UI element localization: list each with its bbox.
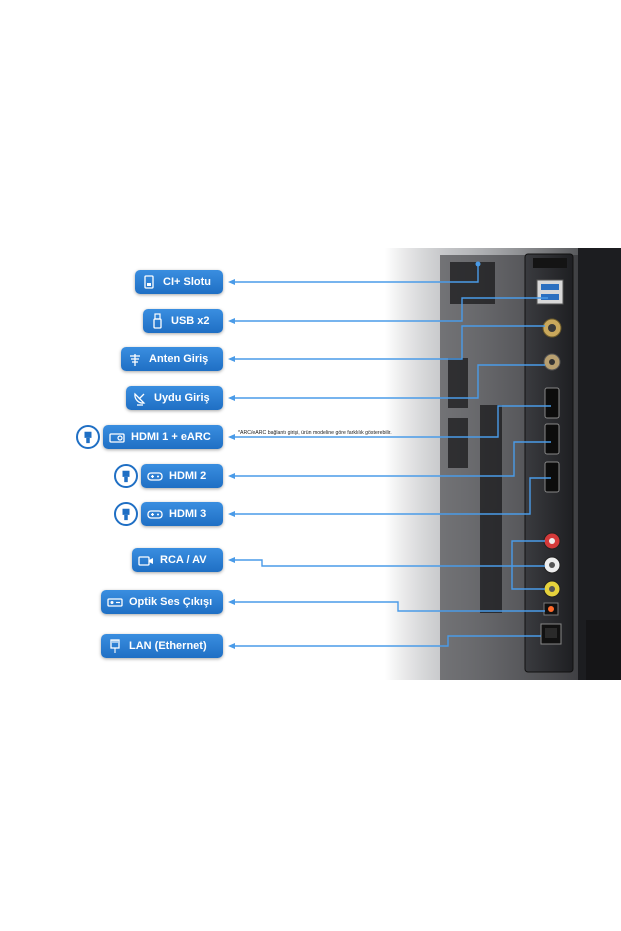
antenna-port [542,318,562,338]
optical-device-icon [107,598,123,607]
vent-grill [448,262,502,613]
satellite-dish-icon [134,392,146,406]
label-lan-ethernet: LAN (Ethernet) [101,634,223,658]
hdmi-port-2 [544,423,560,455]
label-hdmi-2: HDMI 2 [141,464,223,488]
label-hdmi-1-earc: HDMI 1 + eARC [103,425,223,449]
satellite-port [543,353,561,371]
connector-lines [232,264,551,647]
hdmi-cable-icon [114,502,138,526]
arrowheads [228,261,481,649]
label-hdmi-3: HDMI 3 [141,502,223,526]
optical-port [543,602,559,616]
tv-body [385,248,621,680]
label-optical-audio: Optik Ses Çıkışı [101,590,223,614]
gamepad-icon [147,472,163,481]
lan-port [540,623,562,645]
label-ci-slot: CI+ Slotu [135,270,223,294]
rca-yellow-port [543,580,561,598]
usb-stick-icon [153,313,162,329]
label-antenna: Anten Giriş [121,347,223,371]
ethernet-cable-icon [110,639,120,653]
antenna-icon [130,354,140,366]
earc-footnote: *ARC/eARC bağlantı girişi, ürün modeline… [238,430,392,436]
label-usb: USB x2 [143,309,223,333]
hdmi-port-3 [544,461,560,493]
ci-slot-port [533,258,567,268]
camcorder-icon [138,556,153,566]
projector-icon [109,433,125,443]
hdmi-cable-icon [76,425,100,449]
label-satellite: Uydu Giriş [126,386,223,410]
ci-card-icon [144,275,154,289]
usb-port [536,279,564,305]
rca-white-port [543,556,561,574]
rca-red-port [543,532,561,550]
gamepad-icon [147,510,163,519]
hdmi-port-1 [544,387,560,419]
hdmi-cable-icon [114,464,138,488]
ports [533,258,567,645]
label-rca-av: RCA / AV [132,548,223,572]
